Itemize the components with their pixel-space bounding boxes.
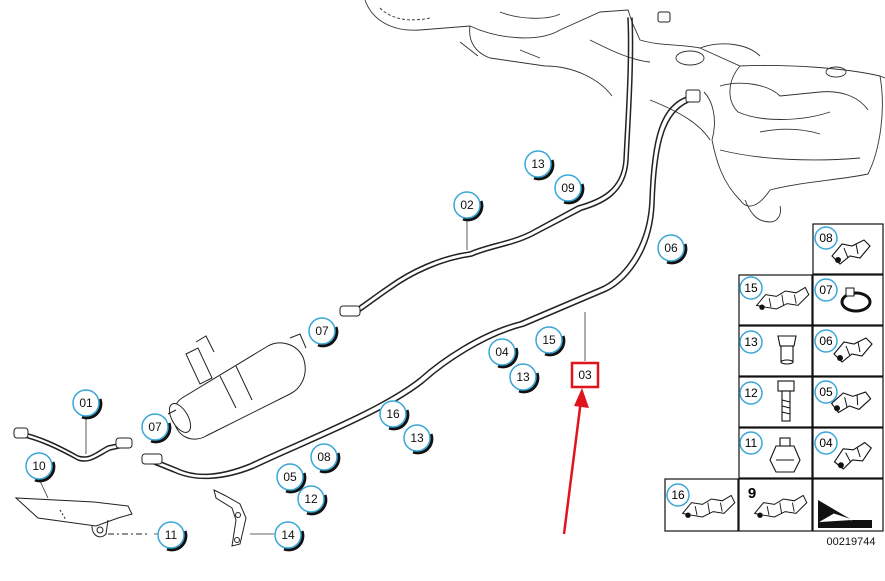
callout-label: 10 bbox=[32, 459, 46, 473]
heat-shield bbox=[14, 497, 150, 538]
callout-10[interactable]: 10 bbox=[25, 452, 56, 483]
catalog-label: 05 bbox=[819, 385, 833, 399]
callout-03-highlighted[interactable]: 03 bbox=[570, 361, 600, 389]
callout-label: 02 bbox=[460, 198, 474, 212]
callout-07-upper[interactable]: 07 bbox=[308, 317, 339, 348]
catalog-cell-12[interactable]: 12 bbox=[738, 376, 813, 428]
callout-14[interactable]: 14 bbox=[274, 521, 305, 552]
callout-label: 07 bbox=[315, 324, 329, 338]
catalog-cell-16[interactable]: 16 bbox=[664, 478, 739, 532]
callout-label: 13 bbox=[531, 157, 545, 171]
parts-catalog: 08 15 07 13 bbox=[664, 223, 884, 532]
catalog-label: 07 bbox=[819, 283, 833, 297]
catalog-label: 11 bbox=[745, 436, 758, 450]
catalog-label: 15 bbox=[744, 281, 758, 295]
callout-16[interactable]: 16 bbox=[379, 400, 410, 431]
fuel-lines bbox=[19, 17, 695, 480]
callout-label: 15 bbox=[542, 333, 556, 347]
callout-04[interactable]: 04 bbox=[488, 338, 519, 369]
callout-12[interactable]: 12 bbox=[297, 485, 328, 516]
callout-01[interactable]: 01 bbox=[72, 389, 103, 420]
callout-13-top[interactable]: 13 bbox=[524, 150, 555, 181]
leader-lines bbox=[39, 219, 586, 535]
catalog-cell-arrow bbox=[812, 478, 884, 532]
fuel-tank bbox=[364, 0, 885, 223]
callout-11[interactable]: 11 bbox=[157, 521, 188, 552]
catalog-label: 16 bbox=[671, 488, 685, 502]
callout-06[interactable]: 06 bbox=[657, 234, 688, 265]
callout-label: 04 bbox=[495, 345, 509, 359]
catalog-cell-05[interactable]: 05 bbox=[812, 376, 884, 428]
callout-15[interactable]: 15 bbox=[535, 326, 566, 357]
callout-label: 09 bbox=[561, 181, 575, 195]
hex-nut-icon bbox=[769, 437, 801, 473]
callout-07-lower[interactable]: 07 bbox=[141, 413, 172, 444]
catalog-label: 06 bbox=[819, 334, 833, 348]
callout-label: 14 bbox=[281, 528, 295, 542]
callout-label: 08 bbox=[317, 450, 331, 464]
callout-13-mid[interactable]: 13 bbox=[509, 363, 540, 394]
callout-label: 06 bbox=[664, 241, 678, 255]
hose-clamp-icon bbox=[840, 287, 872, 313]
callout-label: 13 bbox=[516, 370, 530, 384]
catalog-label: 04 bbox=[819, 436, 833, 450]
callout-13-low[interactable]: 13 bbox=[403, 424, 434, 455]
callout-label: 03 bbox=[578, 368, 592, 382]
catalog-cell-15[interactable]: 15 bbox=[738, 274, 813, 326]
catalog-cell-13[interactable]: 13 bbox=[738, 325, 813, 377]
catalog-label: 13 bbox=[744, 335, 758, 349]
holder-bracket bbox=[213, 489, 247, 547]
catalog-label: 12 bbox=[744, 386, 758, 400]
fuel-filter bbox=[167, 333, 307, 440]
catalog-cell-08[interactable]: 08 bbox=[812, 223, 884, 275]
pointer-arrow bbox=[562, 388, 589, 535]
callout-label: 01 bbox=[79, 396, 93, 410]
catalog-cell-9[interactable]: 9 bbox=[738, 478, 813, 532]
callout-label: 11 bbox=[165, 528, 178, 542]
callout-09[interactable]: 09 bbox=[554, 174, 585, 205]
catalog-label: 9 bbox=[748, 485, 756, 502]
pipe-fittings bbox=[13, 11, 701, 465]
arrow-icon bbox=[818, 500, 872, 528]
callout-label: 16 bbox=[386, 407, 400, 421]
catalog-cell-06[interactable]: 06 bbox=[812, 325, 884, 377]
document-number: 00219744 bbox=[827, 536, 876, 548]
callout-02[interactable]: 02 bbox=[453, 191, 484, 222]
catalog-cell-07[interactable]: 07 bbox=[812, 274, 884, 326]
callout-08[interactable]: 08 bbox=[310, 443, 341, 474]
bolt-icon bbox=[777, 380, 795, 422]
callout-label: 13 bbox=[410, 431, 424, 445]
callout-05[interactable]: 05 bbox=[276, 463, 307, 494]
callout-markers: 01 02 03 04 05 06 07 bbox=[25, 150, 688, 552]
catalog-cell-11[interactable]: 11 bbox=[738, 427, 813, 479]
rubber-grommet-icon bbox=[777, 335, 797, 365]
catalog-cell-04[interactable]: 04 bbox=[812, 427, 884, 479]
callout-label: 12 bbox=[304, 492, 318, 506]
callout-label: 07 bbox=[148, 420, 162, 434]
callout-label: 05 bbox=[283, 470, 297, 484]
catalog-label: 08 bbox=[819, 231, 833, 245]
